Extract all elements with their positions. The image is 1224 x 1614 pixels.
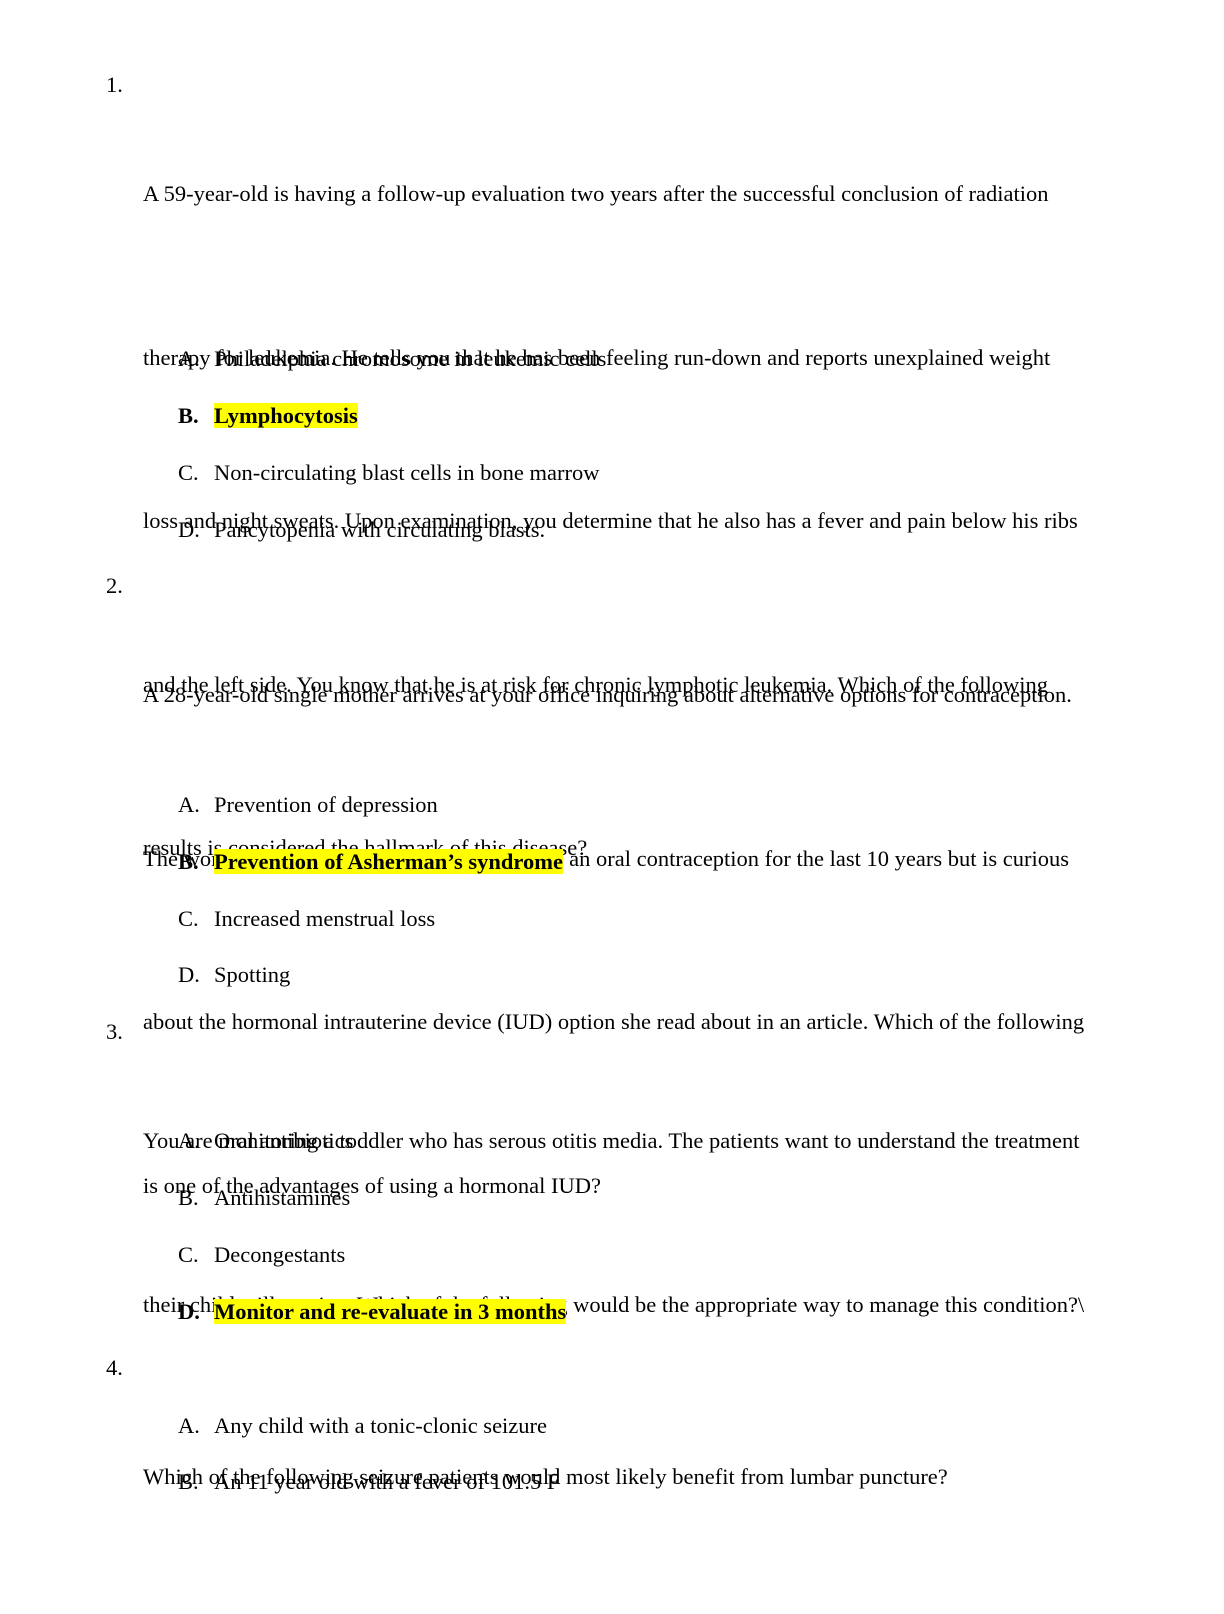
question-4: 4. Which of the following seizure patien…: [106, 1341, 1146, 1614]
highlighted-answer: Prevention of Asherman’s syndrome: [214, 849, 563, 874]
question-number: 1.: [106, 72, 123, 97]
option-letter: B.: [178, 1469, 199, 1494]
question-line: loss and night sweats. Upon examination,…: [143, 508, 1078, 533]
question-line: A 59-year-old is having a follow-up eval…: [143, 181, 1049, 206]
option-text: Non-circulating blast cells in bone marr…: [214, 460, 600, 485]
answer-option-c: C. Increased menstrual loss: [178, 905, 435, 933]
answer-option-a: A. Philadelphia chromosome in leukemic ce…: [178, 345, 606, 373]
question-text: Which of the following seizure patients …: [143, 1341, 1146, 1614]
question-number: 3.: [106, 1019, 123, 1044]
answer-option-b-correct: B. Lymphocytosis: [178, 402, 358, 430]
answer-option-d: D. Pancytopenia with circulating blasts.: [178, 516, 545, 544]
answer-option-a: A. Any child with a tonic-clonic seizure: [178, 1412, 547, 1440]
option-letter: A.: [178, 792, 200, 817]
option-text: Increased menstrual loss: [214, 906, 436, 931]
answer-option-d: D. Spotting: [178, 961, 290, 989]
question-line: and the left side. You know that he is a…: [143, 671, 1049, 697]
question-number: 4.: [106, 1355, 123, 1380]
option-text: An 11 year old with a fever of 101.5 F: [214, 1469, 560, 1494]
option-text: Philadelphia chromosome in leukemic cell…: [214, 346, 607, 371]
option-letter: C.: [178, 906, 199, 931]
option-letter: C.: [178, 460, 199, 485]
highlighted-answer: Monitor and re-evaluate in 3 months: [214, 1299, 567, 1324]
option-letter: D.: [178, 962, 200, 987]
question-line: therapy for leukemia. He tells you that …: [143, 344, 1051, 370]
option-text: Oral antibiotics: [214, 1128, 354, 1153]
option-text: Pancytopenia with circulating blasts.: [214, 517, 546, 542]
question-line: Which of the following seizure patients …: [143, 1464, 948, 1489]
highlighted-answer: Lymphocytosis: [214, 403, 358, 428]
option-letter: C.: [178, 1242, 199, 1267]
answer-option-a: A. Prevention of depression: [178, 791, 438, 819]
question-line: is one of the advantages of using a horm…: [143, 1172, 601, 1198]
option-letter: A.: [178, 1413, 200, 1438]
option-text: Prevention of depression: [214, 792, 438, 817]
option-letter: A.: [178, 1128, 200, 1153]
answer-option-c: C. Non-circulating blast cells in bone ma…: [178, 459, 600, 487]
option-text: Antihistamines: [214, 1185, 351, 1210]
question-1: 1. A 59-year-old is having a follow-up e…: [106, 58, 1146, 985]
question-line: A 28-year-old single mother arrives at y…: [143, 682, 1072, 707]
option-letter: D.: [178, 517, 200, 542]
question-3: 3. You are monitoring a toddler who has …: [106, 1005, 1146, 1441]
option-text: Decongestants: [214, 1242, 346, 1267]
question-text: You are monitoring a toddler who has ser…: [143, 1005, 1146, 1441]
question-line: about the hormonal intrauterine device (…: [143, 1009, 1085, 1034]
answer-option-b-correct: B. Prevention of Asherman’s syndrome: [178, 848, 563, 876]
option-text: Spotting: [214, 962, 291, 987]
answer-option-b: B. Antihistamines: [178, 1184, 350, 1212]
answer-option-b: B. An 11 year old with a fever of 101.5 F: [178, 1468, 559, 1496]
option-letter: A.: [178, 346, 200, 371]
answer-option-c: C. Decongestants: [178, 1241, 345, 1269]
question-line: You are monitoring a toddler who has ser…: [143, 1128, 1080, 1153]
option-letter: B.: [178, 403, 199, 428]
option-letter: B.: [178, 1185, 199, 1210]
option-letter: B.: [178, 849, 199, 874]
option-letter: D.: [178, 1299, 200, 1324]
question-text: A 59-year-old is having a follow-up eval…: [143, 58, 1146, 985]
answer-option-d-correct: D. Monitor and re-evaluate in 3 months: [178, 1298, 567, 1326]
answer-option-a: A. Oral antibiotics: [178, 1127, 353, 1155]
option-text: Any child with a tonic-clonic seizure: [214, 1413, 548, 1438]
question-number: 2.: [106, 573, 123, 598]
